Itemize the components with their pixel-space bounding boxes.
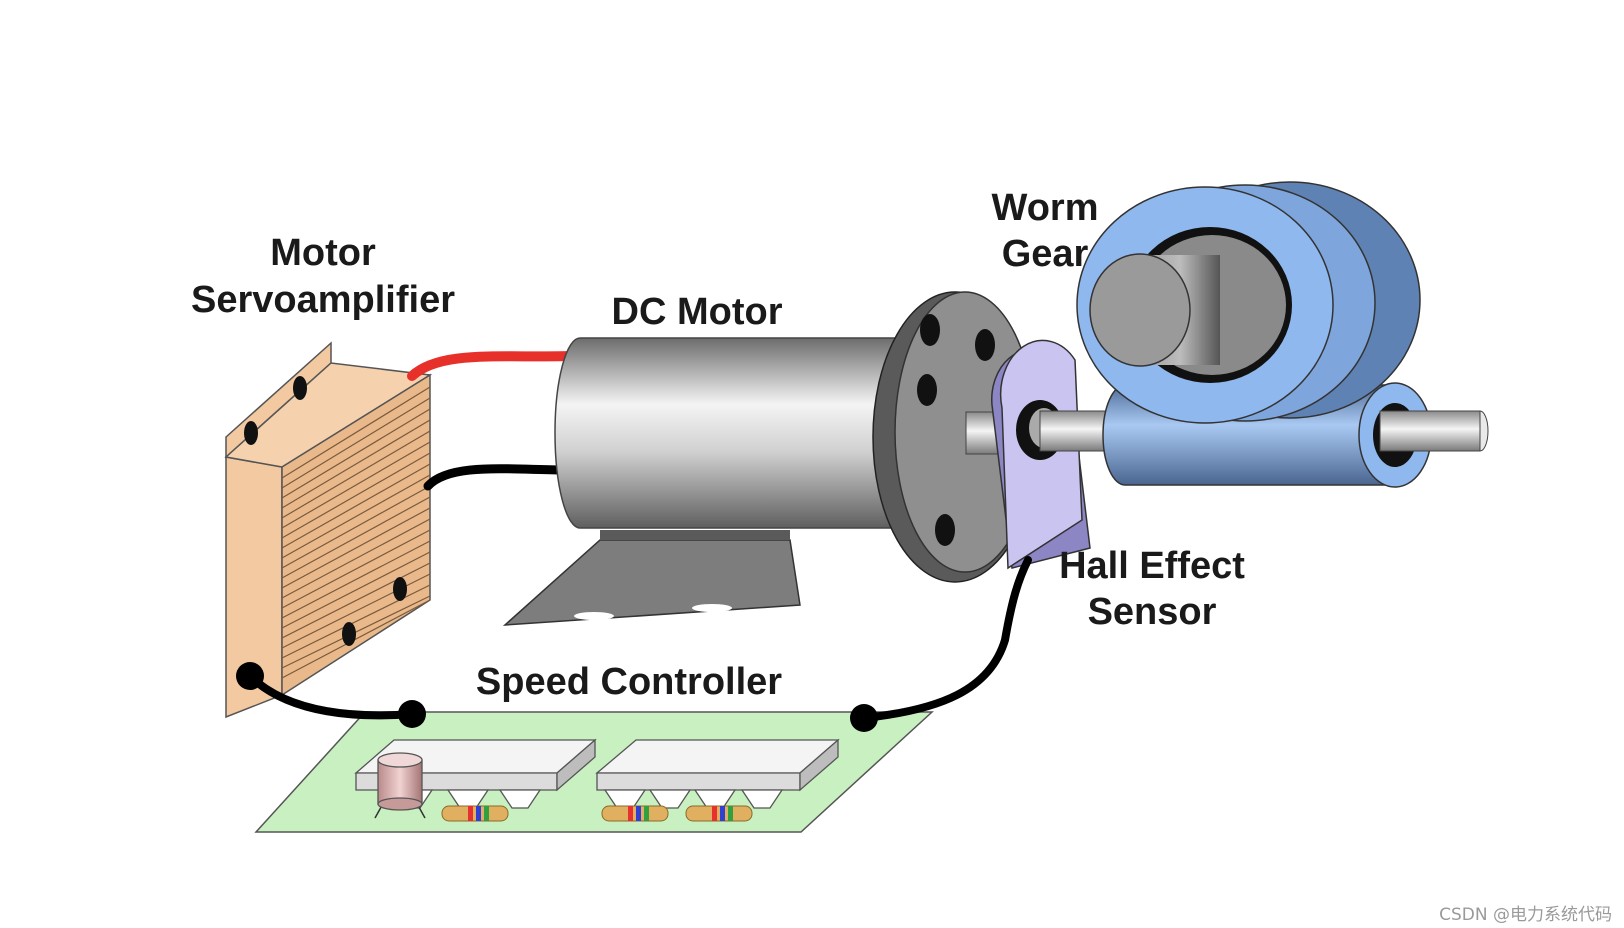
servoamplifier [224, 341, 433, 719]
capacitor [374, 752, 426, 819]
worm-gear [1039, 181, 1489, 488]
resistor [441, 805, 509, 822]
resistor [601, 805, 669, 822]
label-dc-motor: DC Motor [612, 291, 783, 333]
label-speed-controller: Speed Controller [476, 661, 782, 703]
label-worm-line1: Worm [992, 187, 1099, 229]
ic-chip [595, 738, 840, 809]
dc-motor [502, 291, 1038, 626]
red-power-wire [407, 351, 575, 381]
label-hall-line2: Sensor [1088, 591, 1217, 633]
flange-bolt-hole [975, 329, 995, 361]
label-servo-line1: Motor [270, 232, 376, 274]
wire-terminal [236, 662, 264, 690]
motor-body [554, 337, 896, 529]
resistor [685, 805, 753, 822]
sensor-to-controller-wire [860, 556, 1032, 722]
heatsink-fins [281, 386, 431, 679]
motor-mount-bracket [502, 539, 801, 626]
servo-to-controller-wire [246, 672, 416, 720]
watermark: CSDN @电力系统代码 [1439, 905, 1612, 925]
heatsink-mount-holes [244, 376, 407, 646]
label-worm-line2: Gear [1002, 233, 1089, 275]
speed-controller-board [254, 711, 934, 833]
label-servo-line2: Servoamplifier [191, 279, 455, 321]
flange-bolt-hole [935, 514, 955, 546]
black-power-wire [423, 464, 575, 491]
wire-terminal [398, 700, 426, 728]
hall-effect-sensor [991, 339, 1091, 570]
label-hall-line1: Hall Effect [1059, 545, 1245, 587]
flange-bolt-hole [917, 374, 937, 406]
wire-terminal [850, 704, 878, 732]
flange-bolt-hole [920, 314, 940, 346]
